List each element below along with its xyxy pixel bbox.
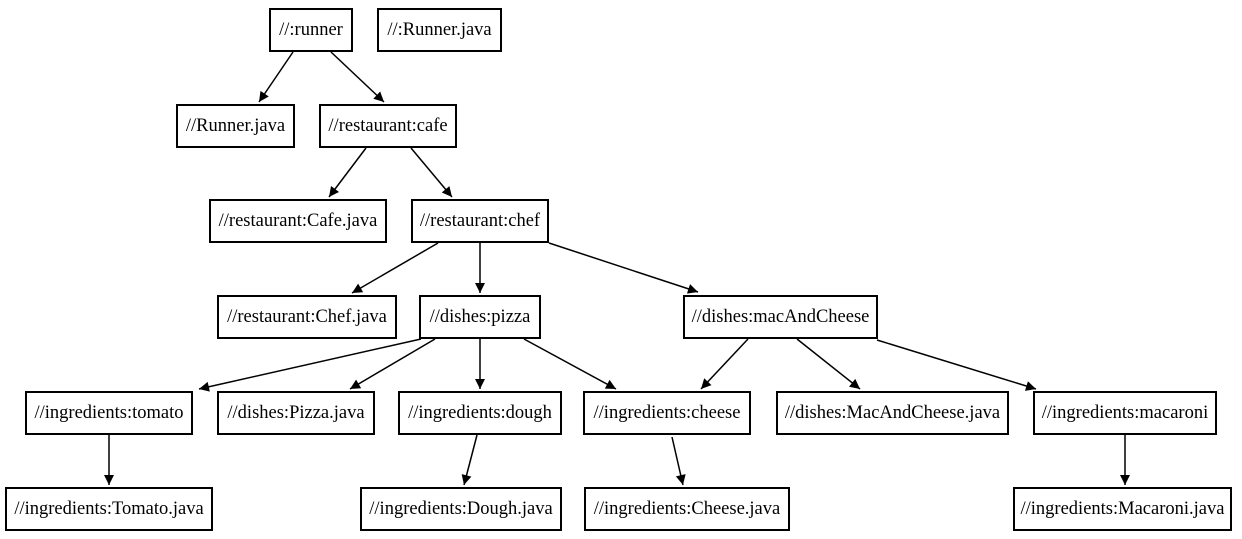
node-label-cafe-java: //restaurant:Cafe.java	[218, 210, 378, 231]
node-runner: //:runner	[269, 8, 353, 52]
node-pizza: //dishes:pizza	[419, 295, 541, 339]
node-label-mac-and-cheese-java: //dishes:MacAndCheese.java	[784, 402, 1001, 423]
node-label-runner-java: //Runner.java	[185, 115, 286, 136]
node-cheese: //ingredients:cheese	[583, 391, 751, 435]
node-label-runner-java-root: //:Runner.java	[387, 19, 492, 40]
node-label-macaroni-java: //ingredients:Macaroni.java	[1020, 498, 1225, 519]
node-label-macaroni: //ingredients:macaroni	[1041, 402, 1209, 423]
node-runner-java: //Runner.java	[176, 104, 295, 148]
node-mac-and-cheese-java: //dishes:MacAndCheese.java	[776, 391, 1009, 435]
edge-cafe-to-chef	[410, 147, 453, 198]
node-label-cafe: //restaurant:cafe	[328, 115, 448, 136]
node-label-tomato-java: //ingredients:Tomato.java	[14, 498, 204, 519]
edge-runner-to-runner-java	[258, 51, 294, 103]
node-macaroni: //ingredients:macaroni	[1033, 391, 1217, 435]
edge-dough-to-dough-java	[461, 434, 478, 486]
edge-chef-to-chef-java	[351, 242, 439, 294]
node-mac-and-cheese: //dishes:macAndCheese	[683, 295, 878, 339]
edge-mac-and-cheese-to-cheese	[700, 338, 749, 390]
node-macaroni-java: //ingredients:Macaroni.java	[1013, 487, 1232, 531]
node-label-pizza: //dishes:pizza	[429, 306, 531, 327]
node-runner-java-root: //:Runner.java	[377, 8, 502, 52]
node-pizza-java: //dishes:Pizza.java	[217, 391, 375, 435]
node-cafe-java: //restaurant:Cafe.java	[209, 199, 387, 243]
node-label-dough: //ingredients:dough	[408, 402, 552, 423]
edge-runner-to-cafe	[330, 51, 385, 103]
node-label-runner: //:runner	[279, 19, 343, 40]
node-tomato: //ingredients:tomato	[25, 391, 193, 435]
node-label-chef: //restaurant:chef	[419, 210, 541, 231]
edge-cheese-to-cheese-java	[671, 436, 686, 486]
edge-mac-and-cheese-to-mac-and-cheese-java	[796, 338, 861, 390]
edge-pizza-to-tomato	[198, 338, 422, 392]
node-tomato-java: //ingredients:Tomato.java	[5, 487, 213, 531]
node-label-dough-java: //ingredients:Dough.java	[369, 498, 553, 519]
edge-cafe-to-cafe-java	[328, 147, 367, 198]
node-dough-java: //ingredients:Dough.java	[360, 487, 562, 531]
node-chef: //restaurant:chef	[411, 199, 549, 243]
edge-pizza-to-cheese	[523, 338, 617, 390]
node-label-chef-java: //restaurant:Chef.java	[227, 306, 387, 327]
node-chef-java: //restaurant:Chef.java	[217, 295, 397, 339]
node-label-cheese: //ingredients:cheese	[593, 402, 741, 423]
dependency-edges	[104, 51, 1130, 486]
node-dough: //ingredients:dough	[398, 391, 562, 435]
node-cheese-java: //ingredients:Cheese.java	[584, 487, 790, 531]
node-label-cheese-java: //ingredients:Cheese.java	[593, 498, 781, 519]
node-cafe: //restaurant:cafe	[319, 104, 457, 148]
edge-mac-and-cheese-to-macaroni	[876, 339, 1037, 391]
edge-pizza-to-pizza-java	[349, 338, 436, 390]
edge-chef-to-mac-and-cheese	[548, 242, 699, 294]
node-label-tomato: //ingredients:tomato	[34, 402, 184, 423]
node-label-mac-and-cheese: //dishes:macAndCheese	[691, 306, 870, 327]
node-label-pizza-java: //dishes:Pizza.java	[227, 402, 365, 423]
